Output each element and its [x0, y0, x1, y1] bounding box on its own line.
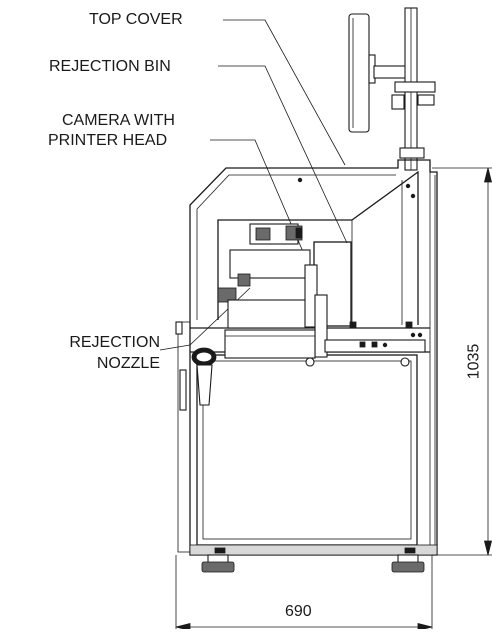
foot-left — [201, 561, 235, 573]
leader-camera — [210, 139, 311, 269]
leader-top-cover — [223, 19, 346, 166]
label-nozzle-line2: NOZZLE — [96, 355, 160, 372]
dimension-height — [432, 167, 492, 556]
monitor-screen — [348, 13, 370, 133]
conveyor-housing — [227, 299, 309, 329]
label-nozzle-line1: REJECTION — [69, 334, 160, 351]
fasteners — [297, 177, 423, 348]
dimension-width — [175, 555, 433, 632]
foot-right — [391, 561, 425, 573]
dimension-height-value: 1035 — [465, 343, 483, 380]
label-camera-line1: CAMERA WITH — [62, 112, 175, 129]
label-top-cover: TOP COVER — [89, 11, 183, 28]
handheld-scanner — [179, 347, 217, 411]
monitor-assembly — [348, 7, 436, 171]
machine-feet — [189, 544, 438, 573]
label-camera-line2: PRINTER HEAD — [48, 132, 168, 149]
dimension-width-value: 690 — [285, 603, 312, 620]
label-rejection-bin: REJECTION BIN — [49, 58, 171, 75]
lower-cabinet-door — [196, 354, 418, 546]
rejection-nozzle-block — [314, 294, 328, 358]
pole-clamp — [394, 81, 436, 93]
monitor-arm — [373, 65, 407, 79]
camera-printer-mechanism — [217, 223, 426, 367]
leader-rejection-bin — [218, 65, 348, 244]
printer-head — [229, 249, 311, 279]
